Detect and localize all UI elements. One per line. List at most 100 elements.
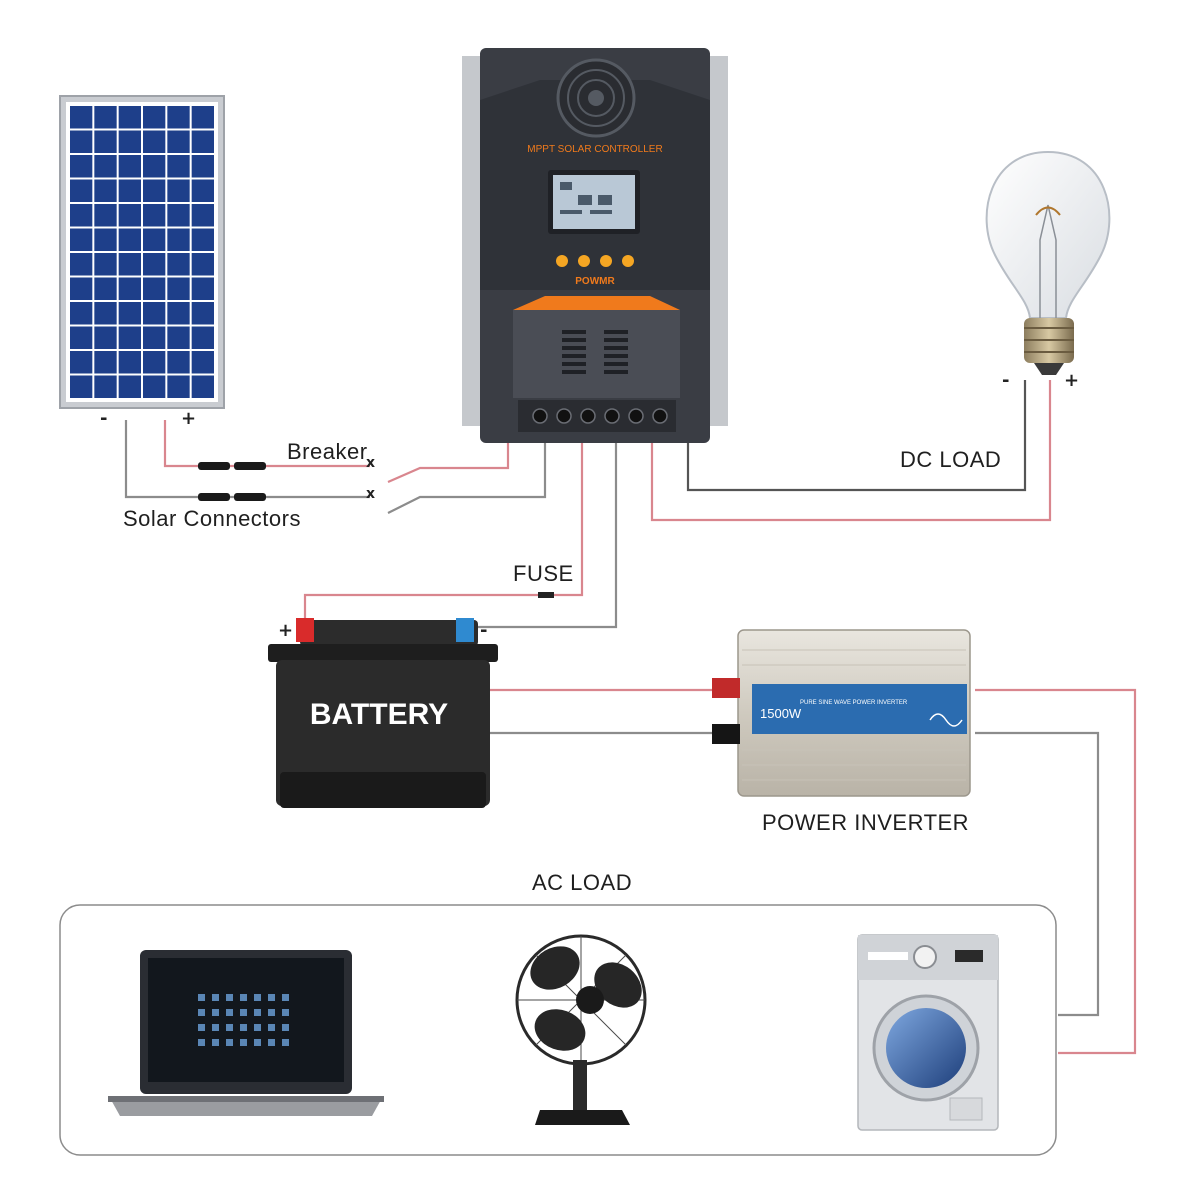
laptop-icon	[108, 950, 384, 1116]
fuse-icon	[538, 592, 554, 598]
laptop-app-icon	[254, 994, 261, 1001]
laptop-app-icon	[254, 1024, 261, 1031]
laptop-app-icon	[282, 1024, 289, 1031]
solar-cell	[143, 277, 166, 300]
solar-cell	[143, 302, 166, 325]
solar-cell	[94, 130, 117, 153]
solar-cell	[167, 130, 190, 153]
inverter-negative-terminal	[712, 724, 740, 744]
solar-cell	[191, 326, 214, 349]
laptop-app-icon	[212, 1039, 219, 1046]
solar-cell	[70, 106, 93, 129]
laptop-app-icon	[240, 1009, 247, 1016]
controller-button-4	[622, 255, 634, 267]
solar-cell	[70, 375, 93, 398]
wire-dc-load-positive	[650, 380, 1052, 522]
power-inverter-icon: 1500W PURE SINE WAVE POWER INVERTER	[712, 629, 971, 797]
solar-cell	[118, 302, 141, 325]
solar-cell	[143, 228, 166, 251]
solar-cell	[94, 326, 117, 349]
solar-cell	[94, 228, 117, 251]
wire-panel-positive	[163, 420, 370, 468]
solar-cell	[94, 155, 117, 178]
laptop-app-icon	[198, 994, 205, 1001]
solar-cell	[70, 228, 93, 251]
dc-load-label: DC LOAD	[900, 447, 1002, 472]
laptop-app-icon	[240, 1024, 247, 1031]
solar-cell	[143, 375, 166, 398]
laptop-app-icon	[212, 994, 219, 1001]
laptop-app-icon	[282, 1039, 289, 1046]
solar-cell	[118, 204, 141, 227]
solar-cell	[118, 375, 141, 398]
solar-cell	[167, 351, 190, 374]
breaker-switch-bottom	[387, 440, 547, 514]
light-bulb-icon	[985, 150, 1111, 375]
laptop-app-icon	[254, 1009, 261, 1016]
breaker-contact-1: x	[366, 455, 376, 471]
laptop-app-icon	[226, 1009, 233, 1016]
solar-cell	[167, 277, 190, 300]
solar-cell	[143, 106, 166, 129]
solar-cell	[143, 130, 166, 153]
solar-cell	[70, 277, 93, 300]
wires	[124, 380, 1137, 1055]
solar-cell	[94, 375, 117, 398]
controller-button-1	[556, 255, 568, 267]
controller-button-3	[600, 255, 612, 267]
power-inverter-label: POWER INVERTER	[762, 810, 970, 835]
laptop-app-icon	[198, 1009, 205, 1016]
solar-cell	[191, 351, 214, 374]
wire-battery-positive	[303, 440, 584, 625]
solar-connectors-label: Solar Connectors	[123, 506, 301, 531]
solar-cell	[70, 179, 93, 202]
controller-button-2	[578, 255, 590, 267]
solar-cell	[70, 326, 93, 349]
solar-cell	[143, 326, 166, 349]
fuse-label: FUSE	[513, 561, 574, 586]
laptop-app-icon	[268, 1024, 275, 1031]
ac-load-box	[59, 904, 1057, 1156]
solar-cell	[70, 130, 93, 153]
solar-cell	[191, 228, 214, 251]
solar-cell	[167, 204, 190, 227]
laptop-app-icon	[226, 1024, 233, 1031]
laptop-app-icon	[282, 994, 289, 1001]
battery-negative-terminal	[456, 618, 474, 642]
solar-cell	[191, 179, 214, 202]
solar-cell	[191, 130, 214, 153]
solar-cell	[70, 302, 93, 325]
breaker-label: Breaker	[287, 439, 368, 464]
solar-cell	[118, 253, 141, 276]
solar-cell	[94, 253, 117, 276]
controller-brand: POWMR	[575, 276, 615, 287]
solar-cell	[118, 326, 141, 349]
solar-cell	[143, 155, 166, 178]
solar-cell	[167, 302, 190, 325]
bulb-positive-sign: +	[1064, 370, 1080, 391]
solar-cell	[94, 179, 117, 202]
solar-cell	[191, 106, 214, 129]
solar-cell	[94, 351, 117, 374]
solar-cell	[118, 179, 141, 202]
solar-cell	[167, 326, 190, 349]
fan-icon	[515, 934, 647, 1125]
solar-cell	[143, 204, 166, 227]
battery-negative-sign: -	[480, 620, 488, 641]
solar-cell	[191, 204, 214, 227]
inverter-positive-terminal	[712, 678, 740, 698]
solar-cell	[167, 179, 190, 202]
charge-controller-icon: MPPT SOLAR CONTROLLER POWMR	[462, 48, 728, 443]
wire-battery-negative	[472, 440, 618, 629]
battery-positive-terminal	[296, 618, 314, 642]
controller-title: MPPT SOLAR CONTROLLER	[527, 144, 662, 155]
solar-cell	[167, 106, 190, 129]
battery-label: BATTERY	[310, 698, 448, 731]
solar-cell	[70, 204, 93, 227]
laptop-app-icon	[268, 1039, 275, 1046]
solar-cell	[143, 253, 166, 276]
battery-icon: BATTERY	[268, 618, 498, 808]
wire-ac-live	[975, 688, 1137, 1055]
laptop-app-icon	[198, 1024, 205, 1031]
